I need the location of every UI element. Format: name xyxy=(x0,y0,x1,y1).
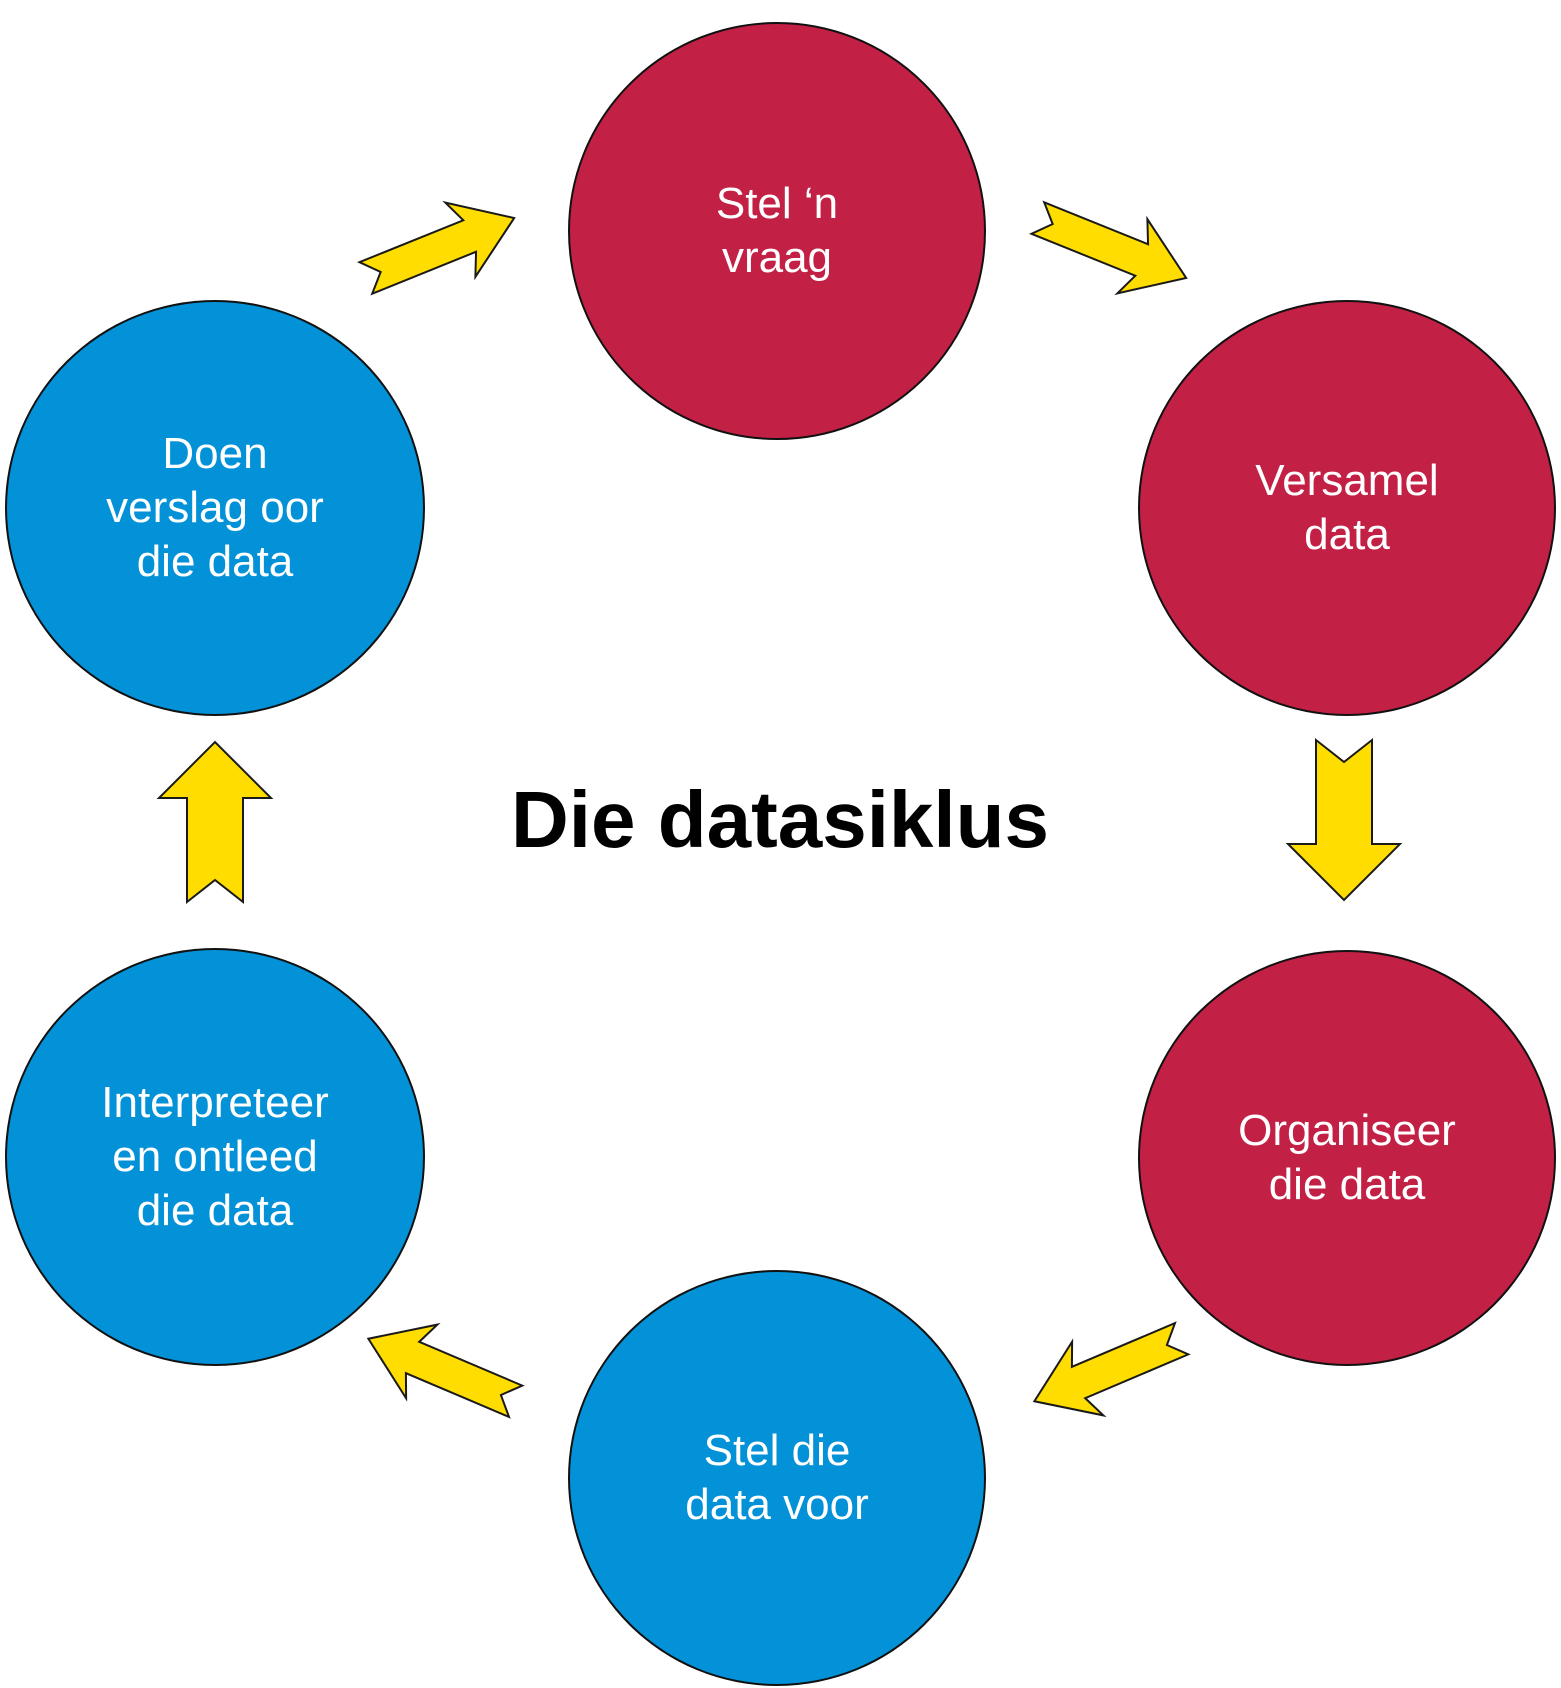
step-label: Versamel data xyxy=(1255,456,1439,559)
arrow-step6-to-step1 xyxy=(356,200,516,296)
step-circle-represent-data: Stel die data voor xyxy=(568,1270,986,1686)
step-circle-report-data: Doen verslag oor die data xyxy=(5,300,425,716)
step-label: Organiseer die data xyxy=(1238,1106,1456,1209)
step-label: Stel die data voor xyxy=(685,1426,869,1529)
arrow-step3-to-step4 xyxy=(1032,1321,1191,1418)
step-circle-organise-data: Organiseer die data xyxy=(1138,950,1556,1366)
arrow-step4-to-step5 xyxy=(366,1322,525,1419)
arrow-step5-to-step6 xyxy=(156,740,274,905)
step-circle-ask-question: Stel ‘n vraag xyxy=(568,22,986,440)
step-circle-collect-data: Versamel data xyxy=(1138,300,1556,716)
arrow-step2-to-step3 xyxy=(1285,737,1403,902)
diagram-title: Die datasiklus xyxy=(510,775,1049,864)
step-label: Doen verslag oor die data xyxy=(106,429,324,586)
step-circle-interpret-data: Interpreteer en ontleed die data xyxy=(5,948,425,1366)
step-label: Stel ‘n vraag xyxy=(715,179,839,282)
step-label: Interpreteer en ontleed die data xyxy=(101,1078,329,1235)
arrow-step1-to-step2 xyxy=(1028,200,1188,296)
